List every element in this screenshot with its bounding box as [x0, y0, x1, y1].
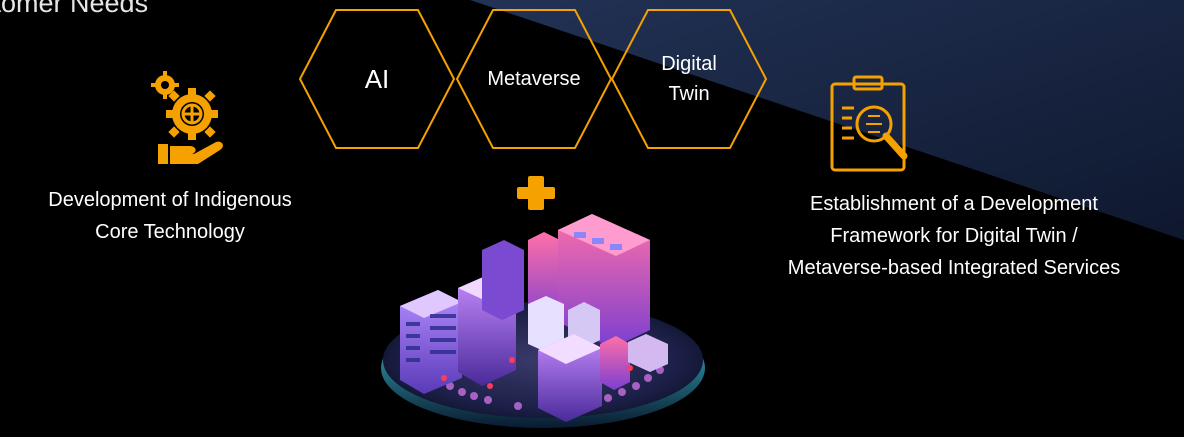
right-feature-caption: Establishment of a Development Framework…: [724, 188, 1184, 284]
hexagon-digital-twin-label: Digital Twin: [610, 8, 768, 150]
right-caption-line3: Metaverse-based Integrated Services: [787, 257, 1121, 279]
gear-hand-icon: [150, 70, 230, 170]
hexagon-digital-twin-line2: Twin: [668, 83, 710, 105]
hexagon-digital-twin: Digital Twin: [610, 8, 768, 150]
page-title: stomer Needs: [0, 0, 149, 18]
left-caption-line1: Development of Indigenous: [48, 189, 292, 211]
hexagon-metaverse-label: Metaverse: [487, 67, 581, 90]
clipboard-magnifier-icon: [828, 74, 918, 174]
right-caption-line1: Establishment of a Development: [810, 193, 1098, 215]
hexagon-metaverse: Metaverse: [455, 8, 613, 150]
hexagon-ai: AI: [298, 8, 456, 150]
hexagon-ai-label: AI: [364, 63, 390, 94]
left-feature-caption: Development of Indigenous Core Technolog…: [0, 184, 340, 248]
plus-icon: [517, 174, 555, 212]
smart-city-illustration: [378, 210, 708, 432]
hexagon-digital-twin-line1: Digital: [661, 53, 717, 75]
right-caption-line2: Framework for Digital Twin /: [830, 225, 1078, 247]
left-caption-line2: Core Technology: [95, 221, 245, 243]
